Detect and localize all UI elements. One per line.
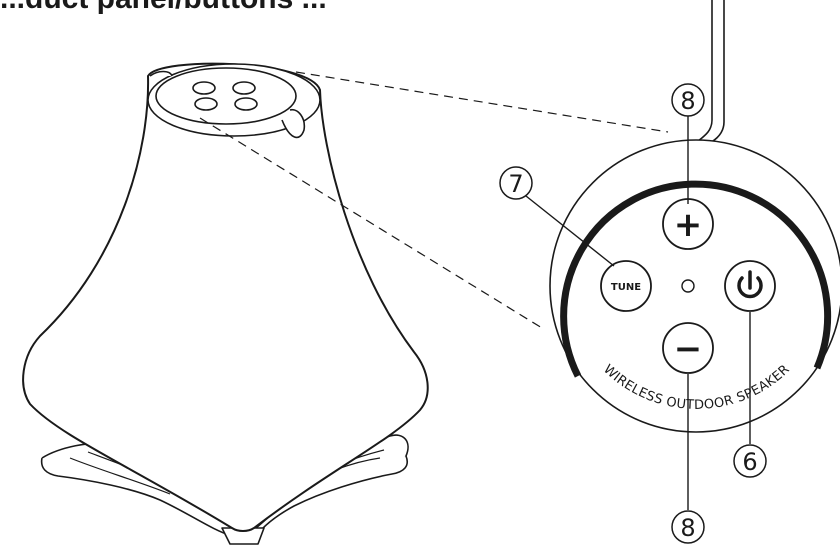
callout-volume-up-number: 8 — [680, 87, 695, 115]
page-heading: ...duct panel/buttons ... — [0, 0, 327, 16]
mini-button-bottom-right — [234, 97, 258, 111]
speaker-top — [147, 63, 321, 139]
magnify-line-upper — [295, 71, 669, 133]
callout-tune: 7 — [499, 166, 533, 200]
tune-button[interactable]: TUNE — [600, 260, 652, 312]
status-led — [681, 279, 695, 293]
leader-lines — [525, 116, 751, 510]
mini-button-bottom-left — [194, 97, 218, 111]
panel-led-arc — [560, 180, 832, 378]
speaker-body — [22, 62, 429, 532]
minus-button[interactable]: − — [662, 322, 714, 374]
speaker-top-panel — [155, 67, 297, 125]
callout-volume-down: 8 — [671, 510, 705, 544]
cable-left-edge — [689, 0, 713, 149]
power-icon — [737, 270, 763, 299]
callout-tune-number: 7 — [508, 170, 523, 198]
minus-button-label: − — [674, 329, 703, 369]
magnify-line-lower — [199, 117, 543, 329]
speaker-top-notch — [281, 108, 306, 139]
mini-button-top-left — [192, 81, 216, 95]
callout-power: 6 — [733, 444, 767, 478]
leader-tune — [525, 195, 615, 267]
speaker-top-slot — [149, 70, 173, 77]
magnify-lines — [199, 71, 669, 329]
plus-button-label: + — [674, 205, 703, 245]
callout-volume-down-number: 8 — [680, 514, 695, 542]
callout-power-number: 6 — [742, 448, 757, 476]
callout-volume-up: 8 — [671, 83, 705, 117]
cable — [689, 0, 725, 151]
panel-outer-ring — [549, 139, 840, 433]
power-button[interactable] — [724, 260, 776, 312]
mini-button-top-right — [232, 81, 256, 95]
plus-button[interactable]: + — [662, 198, 714, 250]
speaker-foot-left — [40, 457, 233, 537]
speaker-foot-right — [255, 455, 408, 537]
tune-button-label: TUNE — [611, 282, 641, 293]
